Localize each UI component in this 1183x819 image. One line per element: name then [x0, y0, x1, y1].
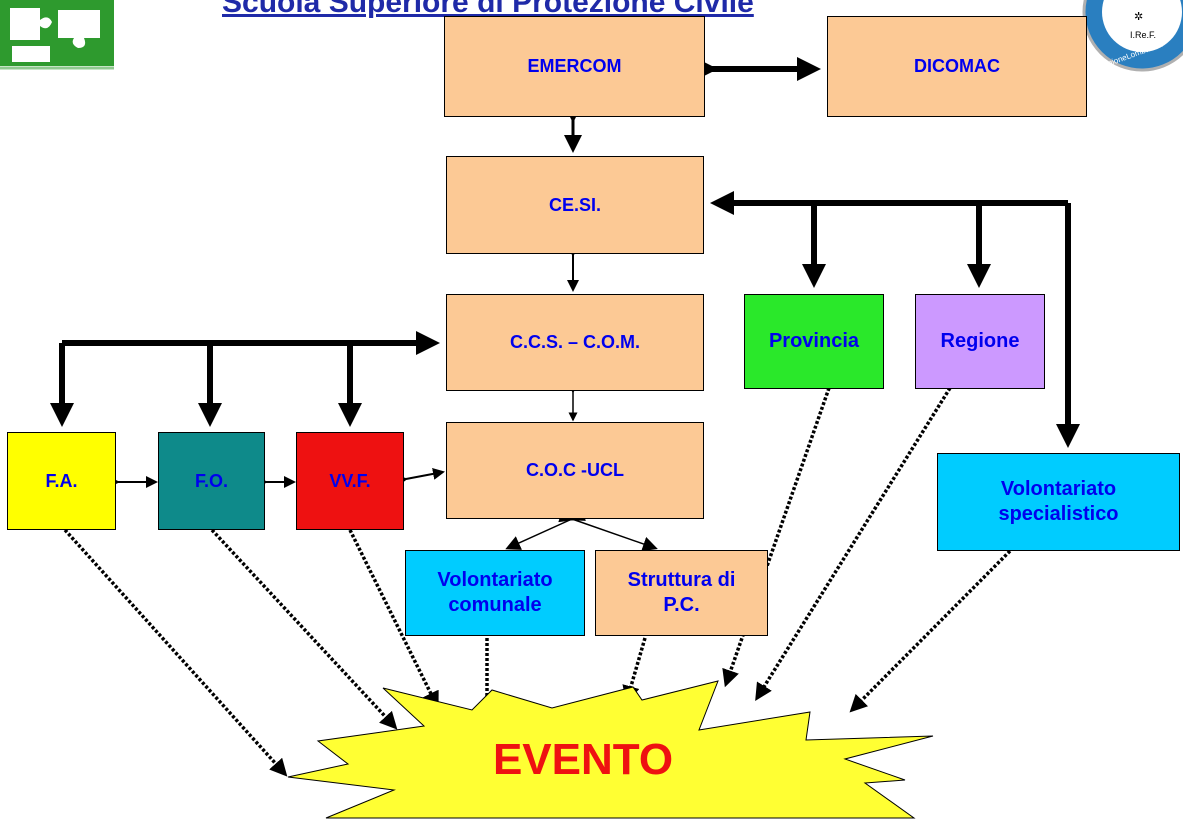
fa-evento-arrow [63, 528, 288, 777]
node-vol-com: Volontariato comunale [405, 550, 585, 636]
node-provincia-label: Provincia [768, 330, 860, 352]
node-fa-label: F.A. [45, 470, 78, 491]
vvf-evento-arrow [348, 529, 439, 710]
node-fo: F.O. [158, 432, 265, 530]
node-struttura-pc: Struttura di P.C. [595, 550, 768, 636]
fo-evento-arrow [210, 528, 398, 730]
node-vvf-label: VV.F. [329, 470, 371, 491]
svg-text:I.Re.F.: I.Re.F. [1130, 30, 1156, 40]
volspec-evento-arrow [849, 549, 1012, 713]
page-title: Scuola Superiore di Protezione Civile [222, 0, 754, 19]
regione-evento-arrow [755, 387, 952, 701]
struttura-evento-arrow [622, 637, 647, 704]
evento-starburst [287, 680, 934, 819]
node-regione: Regione [915, 294, 1045, 389]
node-fo-label: F.O. [194, 470, 228, 491]
node-vol-spec: Volontariato specialistico [937, 453, 1180, 551]
node-vol-spec-label: Volontariato specialistico [998, 478, 1119, 525]
node-dicomac: DICOMAC [827, 16, 1087, 117]
node-provincia: Provincia [744, 294, 884, 389]
node-dicomac-label: DICOMAC [914, 56, 1000, 77]
node-fa: F.A. [7, 432, 116, 530]
svg-text:✲: ✲ [1134, 11, 1143, 23]
node-emercom: EMERCOM [444, 16, 705, 117]
node-cesi: CE.SI. [446, 156, 704, 254]
node-coc-ucl-label: C.O.C -UCL [526, 460, 624, 481]
lombardia-seal-icon: ✲ I.Re.F. RegioneLombardia [1082, 0, 1183, 72]
node-vol-com-label: Volontariato comunale [437, 569, 553, 616]
node-regione-label: Regione [940, 330, 1020, 352]
node-ccs-com: C.C.S. – C.O.M. [446, 294, 704, 391]
coc-volcom-arrow [505, 507, 587, 550]
node-emercom-label: EMERCOM [527, 56, 622, 77]
puzzle-logo [0, 0, 130, 77]
vvf-coc-arrow [395, 467, 445, 487]
lombardia-logo: ✲ I.Re.F. RegioneLombardia [1080, 0, 1183, 85]
node-ccs-com-label: C.C.S. – C.O.M. [509, 332, 641, 353]
coc-struttura-arrow [558, 507, 658, 552]
evento-label: EVENTO [492, 735, 674, 784]
node-coc-ucl: C.O.C -UCL [446, 422, 704, 519]
node-vvf: VV.F. [296, 432, 404, 530]
puzzle-logo-icon [0, 0, 114, 70]
node-struttura-pc-label: Struttura di P.C. [627, 569, 736, 616]
provincia-evento-arrow [722, 387, 831, 688]
node-cesi-label: CE.SI. [548, 194, 601, 215]
